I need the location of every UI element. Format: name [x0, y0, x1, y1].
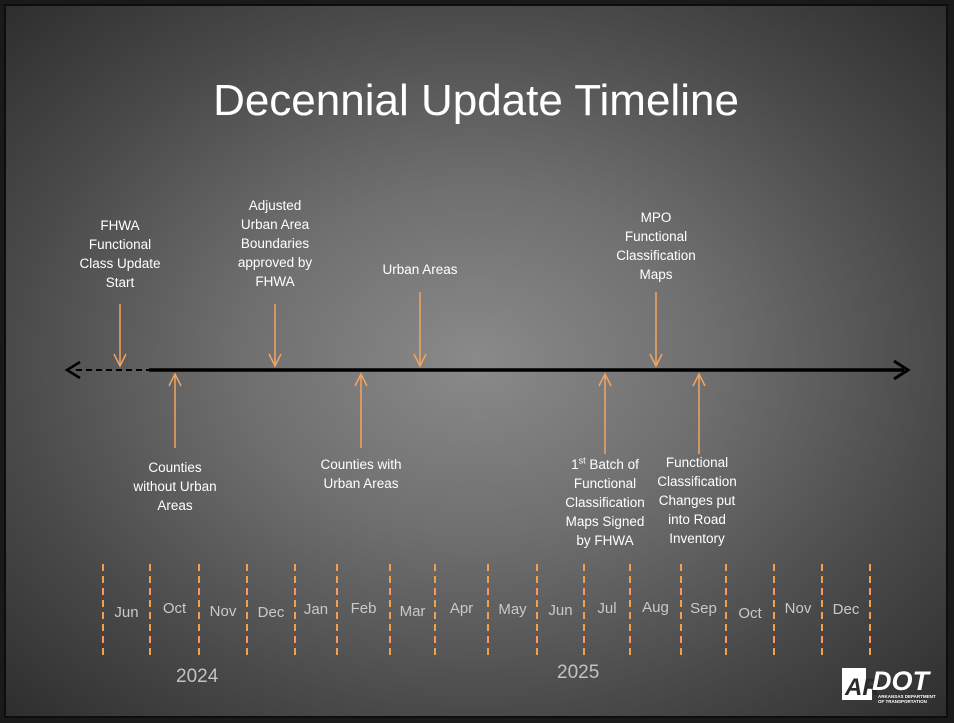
event-arrow-counties-without: [168, 372, 182, 448]
event-arrow-fhwa-start: [113, 304, 127, 368]
svg-text:AR: AR: [844, 674, 880, 701]
year-2025: 2025: [557, 662, 600, 683]
month-label: Oct: [162, 600, 187, 617]
event-label-road-inventory: Functional Classification Changes put in…: [657, 455, 737, 546]
timeline-diagram: [64, 292, 911, 658]
slide-title: Decennial Update Timeline: [213, 76, 739, 125]
month-label: Feb: [350, 600, 377, 617]
event-label-fhwa-start: FHWA Functional Class Update Start: [79, 218, 161, 290]
month-label: Apr: [449, 600, 474, 617]
month-separators: [102, 564, 871, 658]
event-label-counties-with: Counties with Urban Areas: [320, 457, 402, 491]
event-arrow-adjusted-urban: [268, 304, 282, 368]
timeline-left-arrowhead: [64, 360, 81, 380]
ardot-logo: AR DOT: [842, 666, 932, 701]
event-arrow-road-inventory: [692, 372, 706, 454]
month-label: Jun: [114, 604, 139, 621]
month-label: Dec: [257, 604, 285, 621]
month-label: Oct: [738, 605, 762, 622]
month-label: Jul: [597, 600, 617, 617]
event-label-urban-areas: Urban Areas: [382, 262, 458, 277]
year-2024: 2024: [176, 666, 219, 687]
month-label: Sep: [690, 600, 717, 617]
month-label: Jun: [548, 602, 573, 619]
event-arrow-counties-with: [354, 372, 368, 448]
event-arrow-mpo-maps: [649, 292, 663, 368]
event-arrow-first-batch: [598, 372, 612, 454]
event-label-first-batch: 1st Batch of Functional Classification M…: [550, 451, 660, 550]
month-label: Nov: [784, 600, 812, 617]
first-batch-line-1: 1st Batch of: [571, 455, 639, 472]
event-label-adjusted-urban: Adjusted Urban Area Boundaries approved …: [237, 198, 313, 289]
timeline-right-arrowhead: [893, 359, 911, 381]
svg-text:DOT: DOT: [872, 666, 932, 696]
event-label-mpo-maps: MPO Functional Classification Maps: [616, 210, 696, 282]
month-label: Mar: [399, 603, 426, 620]
event-label-counties-without: Counties without Urban Areas: [133, 460, 217, 513]
month-label: Aug: [642, 599, 669, 616]
month-label: Dec: [832, 601, 860, 618]
month-label: May: [498, 601, 527, 618]
month-label: Nov: [209, 603, 237, 620]
event-arrow-urban-areas: [413, 292, 427, 368]
month-label: Jan: [303, 601, 329, 618]
slide: Decennial Update Timeline: [4, 4, 948, 718]
